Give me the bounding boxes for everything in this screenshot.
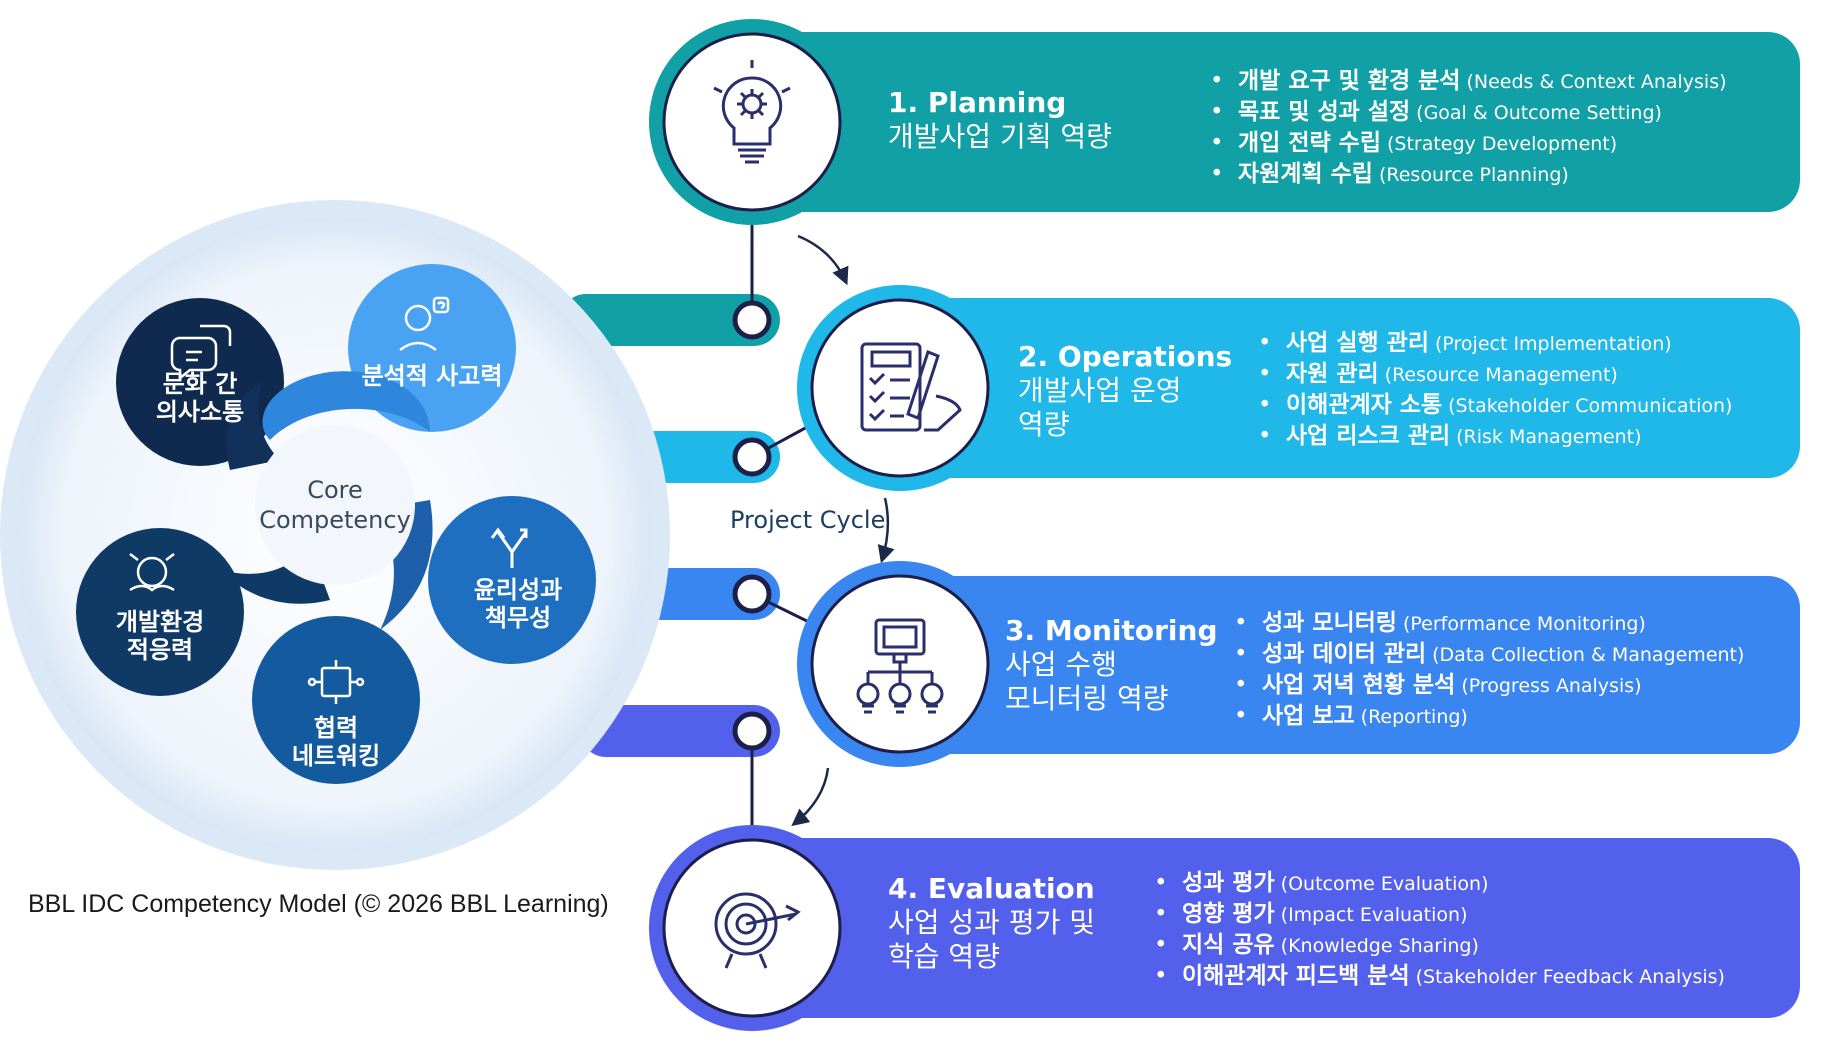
- competency-label-cross-cultural-2: 의사소통: [156, 398, 244, 426]
- competency-label-ethics-1: 윤리성과: [474, 576, 562, 604]
- swirl-arm-1: [262, 371, 430, 440]
- stage-subtitle-line: 개발사업 기획 역량: [888, 120, 1112, 153]
- stage-icon-operations: [797, 285, 1003, 491]
- cycle-node-3: [732, 574, 772, 614]
- competency-label-ethics-2: 책무성: [485, 604, 551, 632]
- list-item: 자원 관리(Resource Management): [1258, 359, 1732, 390]
- list-item: 성과 평가(Outcome Evaluation): [1154, 868, 1725, 899]
- monitor-network-icon: [856, 618, 944, 714]
- list-item: 지식 공유(Knowledge Sharing): [1154, 930, 1725, 961]
- checklist-pen-icon: [860, 342, 962, 432]
- list-item: 사업 저녁 현황 분석(Progress Analysis): [1234, 670, 1744, 701]
- stage-items-operations: 사업 실행 관리(Project Implementation) 자원 관리(R…: [1258, 328, 1732, 452]
- branch-arrows-icon: [490, 527, 528, 568]
- competency-label-adaptability-2: 적응력: [127, 636, 193, 664]
- stage-items-evaluation: 성과 평가(Outcome Evaluation) 영향 평가(Impact E…: [1154, 868, 1725, 992]
- flow-arrow-1: [797, 234, 849, 286]
- model-caption: BBL IDC Competency Model (© 2026 BBL Lea…: [28, 890, 609, 918]
- flow-arrow-3: [791, 767, 830, 827]
- stage-text-evaluation: 4. Evaluation 사업 성과 평가 및 학습 역량: [888, 872, 1095, 974]
- list-item: 목표 및 성과 설정(Goal & Outcome Setting): [1210, 97, 1727, 128]
- stage-subtitle-line: 학습 역량: [888, 940, 1000, 973]
- stage-title: 1. Planning: [888, 86, 1067, 119]
- lightbulb-gear-icon: [713, 60, 791, 164]
- stage-text-planning: 1. Planning 개발사업 기획 역량: [888, 86, 1112, 154]
- list-item: 성과 모니터링(Performance Monitoring): [1234, 608, 1744, 639]
- swirl-arm-4: [226, 382, 280, 470]
- handshake-icon: [129, 553, 175, 592]
- cycle-nodes: [732, 300, 772, 751]
- stage-text-operations: 2. Operations 개발사업 운영 역량: [1018, 340, 1232, 442]
- competency-label-collaboration-2: 네트워킹: [292, 742, 380, 770]
- competency-label-adaptability-1: 개발환경: [116, 608, 204, 636]
- flow-arrow-2: [877, 497, 895, 564]
- list-item: 영향 평가(Impact Evaluation): [1154, 899, 1725, 930]
- stage-title: 2. Operations: [1018, 340, 1233, 373]
- target-arrow-icon: [714, 892, 801, 969]
- stage-icon-evaluation: [649, 825, 855, 1031]
- thinking-person-icon: [399, 296, 450, 352]
- stage-icon-monitoring: [797, 561, 1003, 767]
- list-item: 이해관계자 피드백 분석(Stakeholder Feedback Analys…: [1154, 961, 1725, 992]
- stage-subtitle-line: 모니터링 역량: [1005, 682, 1169, 715]
- network-icon: [307, 660, 365, 704]
- cycle-node-1: [732, 300, 772, 340]
- core-title-line2: Competency: [259, 506, 411, 534]
- list-item: 사업 보고(Reporting): [1234, 701, 1744, 732]
- competency-label-collaboration-1: 협력: [314, 714, 358, 742]
- list-item: 성과 데이터 관리(Data Collection & Management): [1234, 639, 1744, 670]
- competency-bubble-development-environment-adaptability: [76, 528, 244, 696]
- chat-bubbles-icon: [170, 324, 232, 381]
- list-item: 개발 요구 및 환경 분석(Needs & Context Analysis): [1210, 66, 1727, 97]
- cycle-node-2: [732, 437, 772, 477]
- stage-icons: [649, 19, 1003, 1031]
- stage-subtitle-line: 개발사업 운영: [1018, 374, 1182, 407]
- stage-title: 4. Evaluation: [888, 872, 1095, 905]
- core-title-line1: Core: [307, 476, 363, 504]
- stage-icon-planning: [649, 19, 855, 225]
- list-item: 개입 전략 수립(Strategy Development): [1210, 128, 1727, 159]
- stage-text-monitoring: 3. Monitoring 사업 수행 모니터링 역량: [1005, 614, 1218, 716]
- cycle-node-4: [732, 711, 772, 751]
- competency-bubble-ethics-accountability: [428, 496, 596, 664]
- stage-title: 3. Monitoring: [1005, 614, 1218, 647]
- connector-bar-4: [580, 705, 780, 757]
- connector-bar-1: [560, 294, 780, 346]
- competency-label-analytical: 분석적 사고력: [362, 362, 503, 390]
- core-competency-swirl: Core Competency 문화: [76, 264, 596, 784]
- core-center: [255, 425, 415, 585]
- stage-subtitle-line: 사업 성과 평가 및: [888, 906, 1096, 939]
- stage-subtitle-line: 사업 수행: [1005, 648, 1117, 681]
- cycle-label: Project Cycle: [730, 506, 885, 534]
- list-item: 이해관계자 소통(Stakeholder Communication): [1258, 390, 1732, 421]
- competency-label-cross-cultural-1: 문화 간: [163, 370, 238, 398]
- stage-items-monitoring: 성과 모니터링(Performance Monitoring) 성과 데이터 관…: [1234, 608, 1744, 732]
- list-item: 사업 리스크 관리(Risk Management): [1258, 421, 1732, 452]
- stage-items-planning: 개발 요구 및 환경 분석(Needs & Context Analysis) …: [1210, 66, 1727, 190]
- stage-subtitle-line: 역량: [1018, 408, 1070, 441]
- list-item: 사업 실행 관리(Project Implementation): [1258, 328, 1732, 359]
- flow-arrows: [791, 234, 895, 827]
- list-item: 자원계획 수립(Resource Planning): [1210, 159, 1727, 190]
